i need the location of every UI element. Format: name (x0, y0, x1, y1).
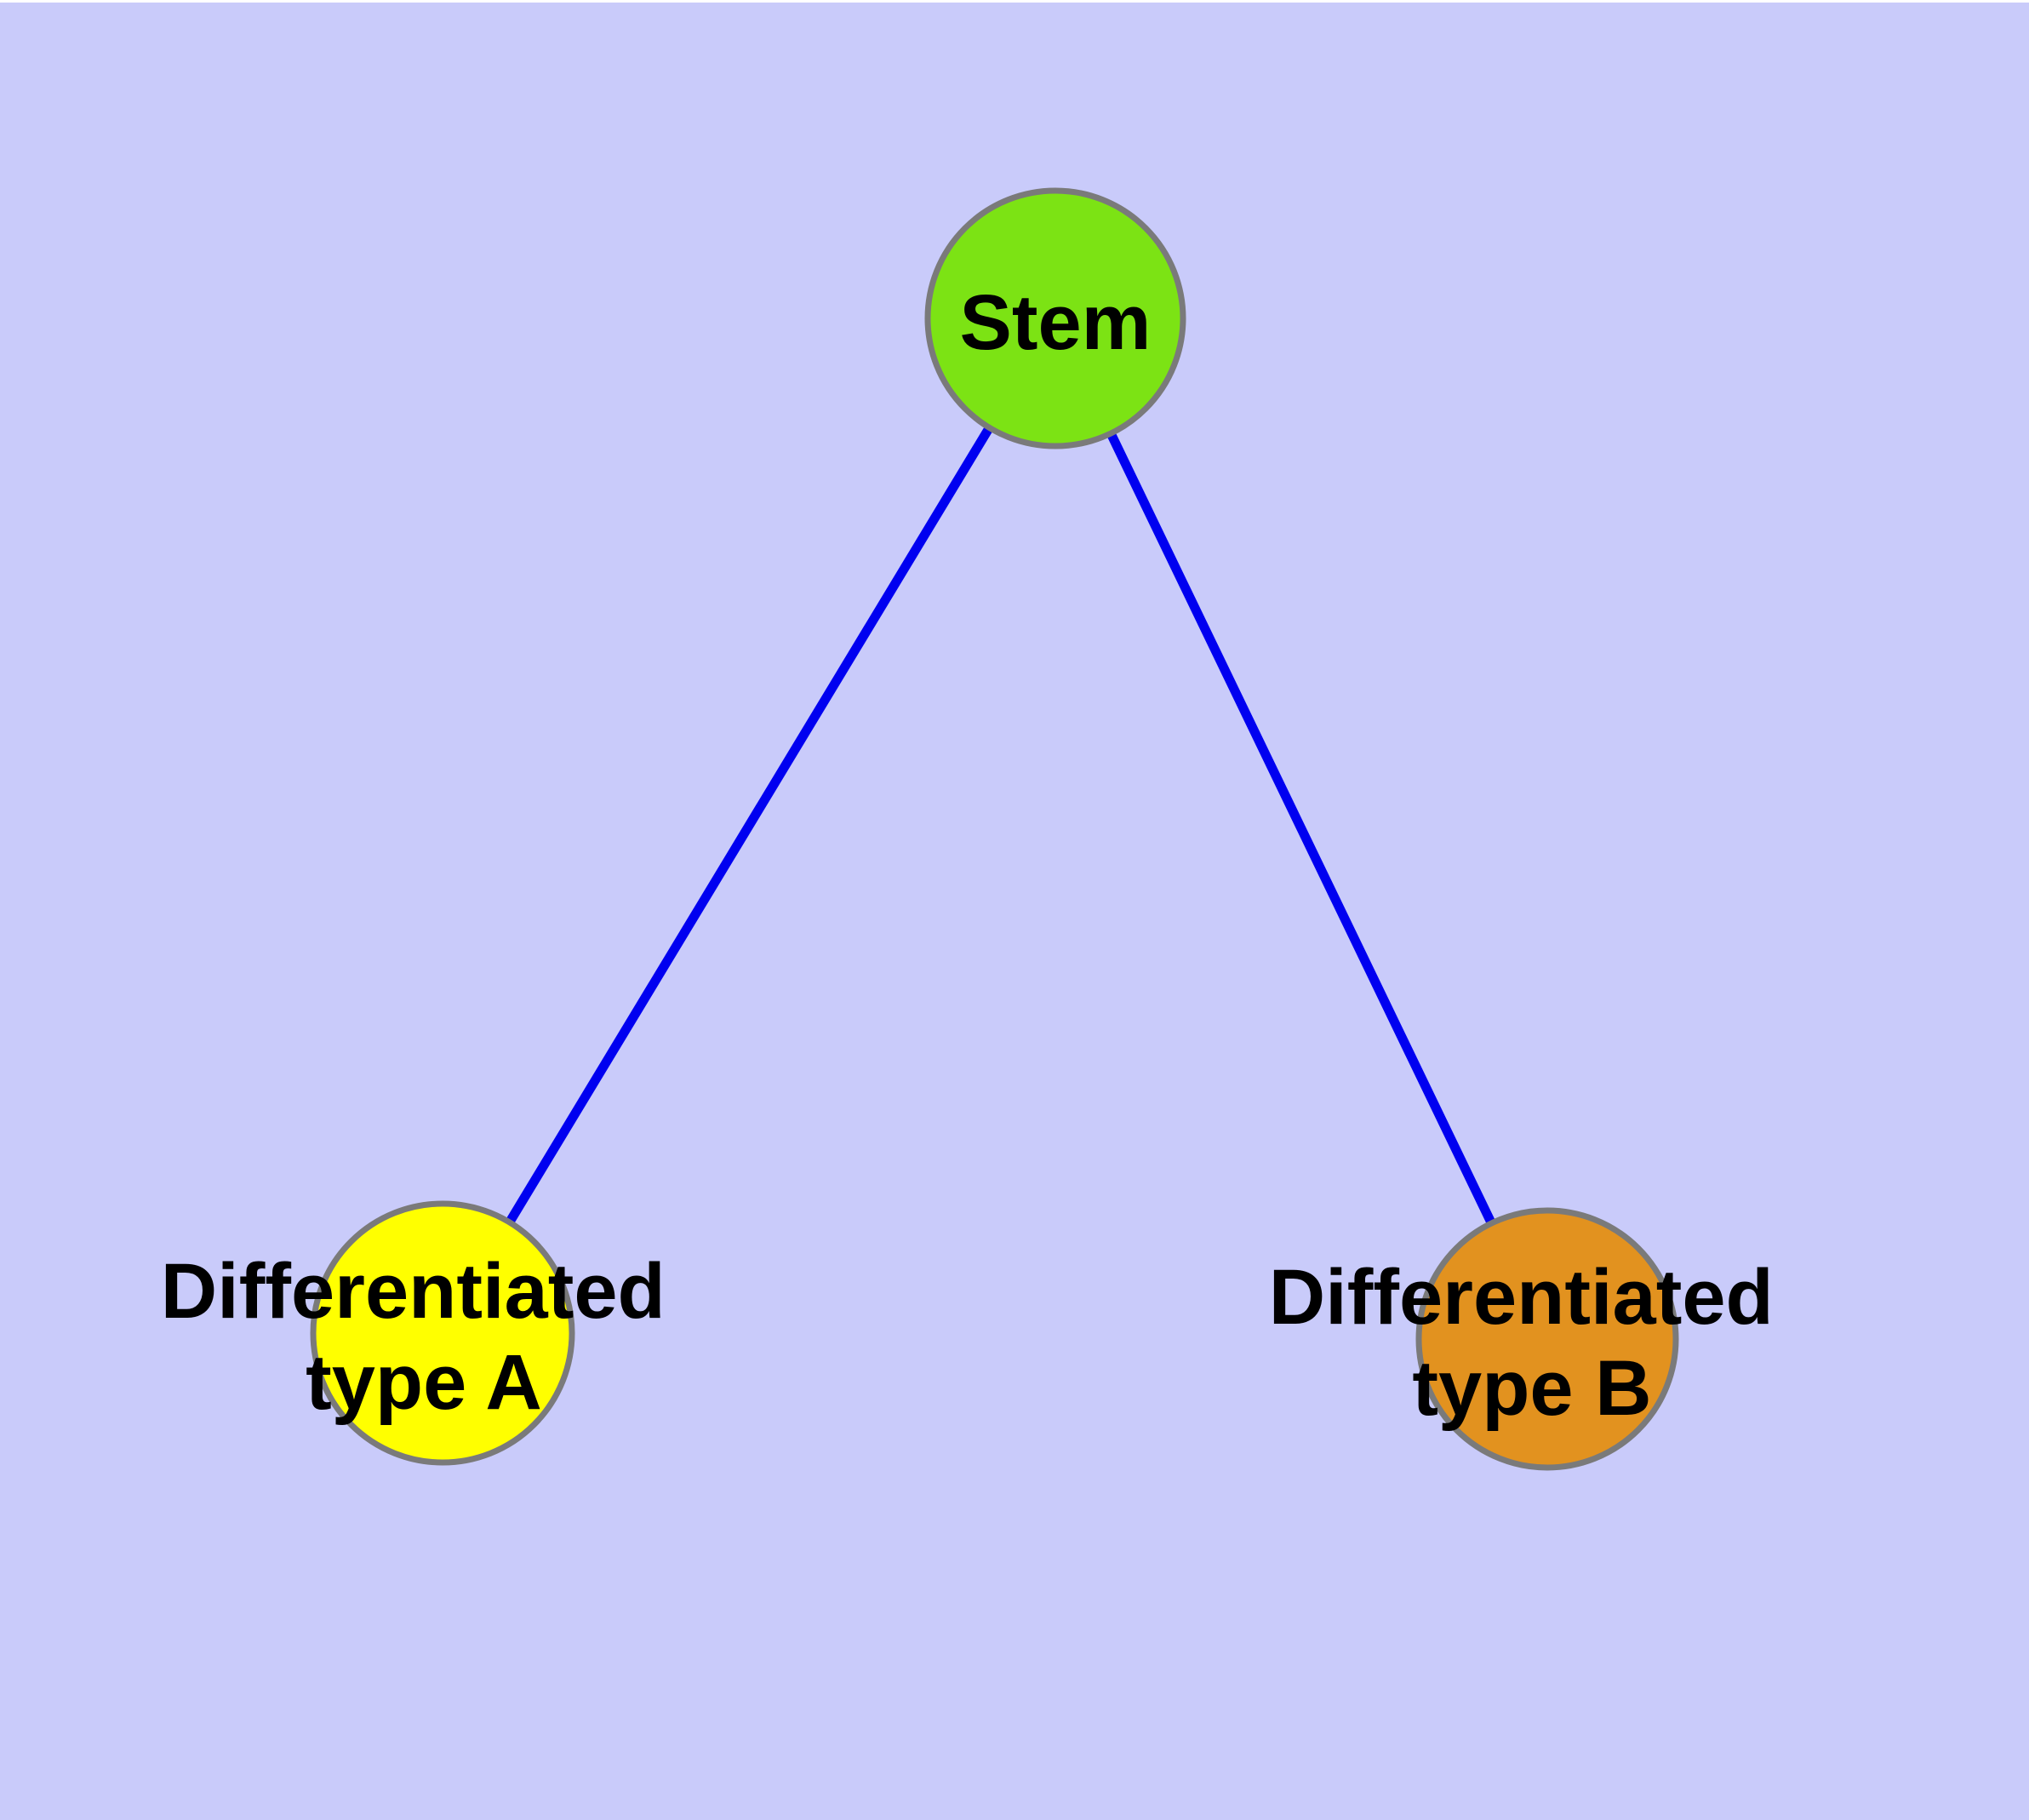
node-type-a-label-line1: Differentiated (161, 1248, 666, 1335)
node-type-a-label-line2: type A (306, 1339, 542, 1426)
node-type-a-circle (310, 1200, 575, 1466)
edge-stem-to-type-b (1051, 316, 1552, 1342)
node-stem-circle (924, 187, 1186, 449)
node-type-b-label-line2: type B (1412, 1345, 1651, 1432)
node-type-a-label: Differentiated type A (161, 1248, 688, 1426)
node-stem-label: Stem (960, 279, 1152, 366)
node-type-b-label-line1: Differentiated (1269, 1254, 1774, 1341)
edge-stem-to-type-a (438, 316, 1060, 1336)
node-type-b-circle (1415, 1207, 1679, 1471)
node-type-b-label: Differentiated type B (1269, 1254, 1796, 1432)
